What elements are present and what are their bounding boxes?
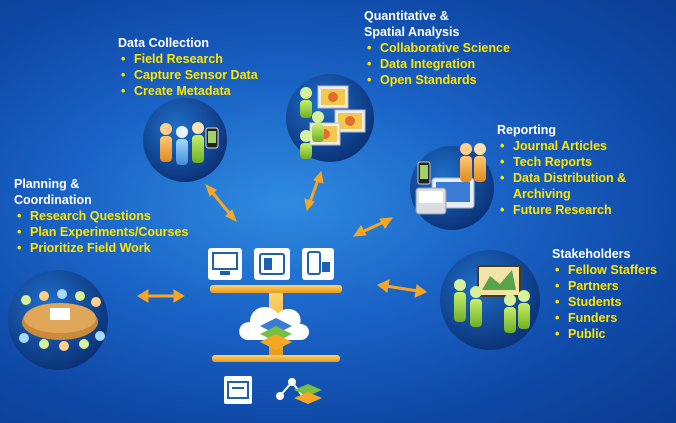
planning-list: Research Questions Plan Experiments/Cour…	[14, 208, 188, 256]
stakeholders-title: Stakeholders	[552, 247, 631, 261]
stakeholders-block: Stakeholders Fellow Staffers Partners St…	[552, 246, 657, 342]
stakeholders-item: Public	[552, 326, 657, 342]
arrow-data-collection	[205, 183, 237, 223]
data-collection-list: Field Research Capture Sensor Data Creat…	[118, 51, 258, 99]
data-collection-item: Create Metadata	[118, 83, 258, 99]
arrow-quantitative	[304, 170, 324, 212]
data-collection-illustration	[143, 98, 227, 182]
data-collection-title: Data Collection	[118, 36, 209, 50]
quantitative-block: Quantitative & Spatial Analysis Collabor…	[364, 8, 510, 88]
planning-item: Plan Experiments/Courses	[14, 224, 188, 240]
reporting-list: Journal Articles Tech Reports Data Distr…	[497, 138, 626, 218]
planning-item: Research Questions	[14, 208, 188, 224]
stakeholders-item: Fellow Staffers	[552, 262, 657, 278]
data-collection-item: Field Research	[118, 51, 258, 67]
planning-block: Planning & Coordination Research Questio…	[14, 176, 188, 256]
planning-title-line2: Coordination	[14, 193, 92, 207]
central-hub	[208, 248, 342, 404]
stakeholders-item: Funders	[552, 310, 657, 326]
arrow-stakeholders	[377, 279, 427, 298]
quantitative-title-line2: Spatial Analysis	[364, 25, 460, 39]
arrow-reporting	[352, 217, 394, 237]
quantitative-title-line1: Quantitative &	[364, 9, 449, 23]
reporting-block: Reporting Journal Articles Tech Reports …	[497, 122, 626, 218]
quantitative-item: Open Standards	[364, 72, 510, 88]
data-collection-block: Data Collection Field Research Capture S…	[118, 35, 258, 99]
reporting-illustration	[410, 143, 494, 230]
planning-illustration	[8, 270, 108, 370]
reporting-title: Reporting	[497, 123, 557, 137]
stakeholders-illustration	[440, 250, 540, 350]
document-icon	[224, 376, 252, 404]
tablet-icon	[254, 248, 290, 280]
reporting-item: Future Research	[497, 202, 626, 218]
desktop-icon	[208, 248, 242, 280]
reporting-item-continuation: Archiving	[513, 187, 571, 201]
quantitative-item: Data Integration	[364, 56, 510, 72]
reporting-item: Data Distribution &	[497, 170, 626, 186]
connection-arrows	[137, 170, 427, 303]
cloud-layers-icon	[239, 307, 309, 350]
quantitative-list: Collaborative Science Data Integration O…	[364, 40, 510, 88]
data-collection-item: Capture Sensor Data	[118, 67, 258, 83]
reporting-item: Tech Reports	[497, 154, 626, 170]
planning-title-line1: Planning &	[14, 177, 80, 191]
phone-icon	[302, 248, 334, 280]
quantitative-item: Collaborative Science	[364, 40, 510, 56]
planning-item: Prioritize Field Work	[14, 240, 188, 256]
arrow-planning	[137, 289, 185, 303]
quantitative-illustration	[286, 74, 374, 162]
network-layers-icon	[276, 378, 322, 404]
reporting-item: Journal Articles	[497, 138, 626, 154]
stakeholders-item: Students	[552, 294, 657, 310]
stakeholders-list: Fellow Staffers Partners Students Funder…	[552, 262, 657, 342]
stakeholders-item: Partners	[552, 278, 657, 294]
